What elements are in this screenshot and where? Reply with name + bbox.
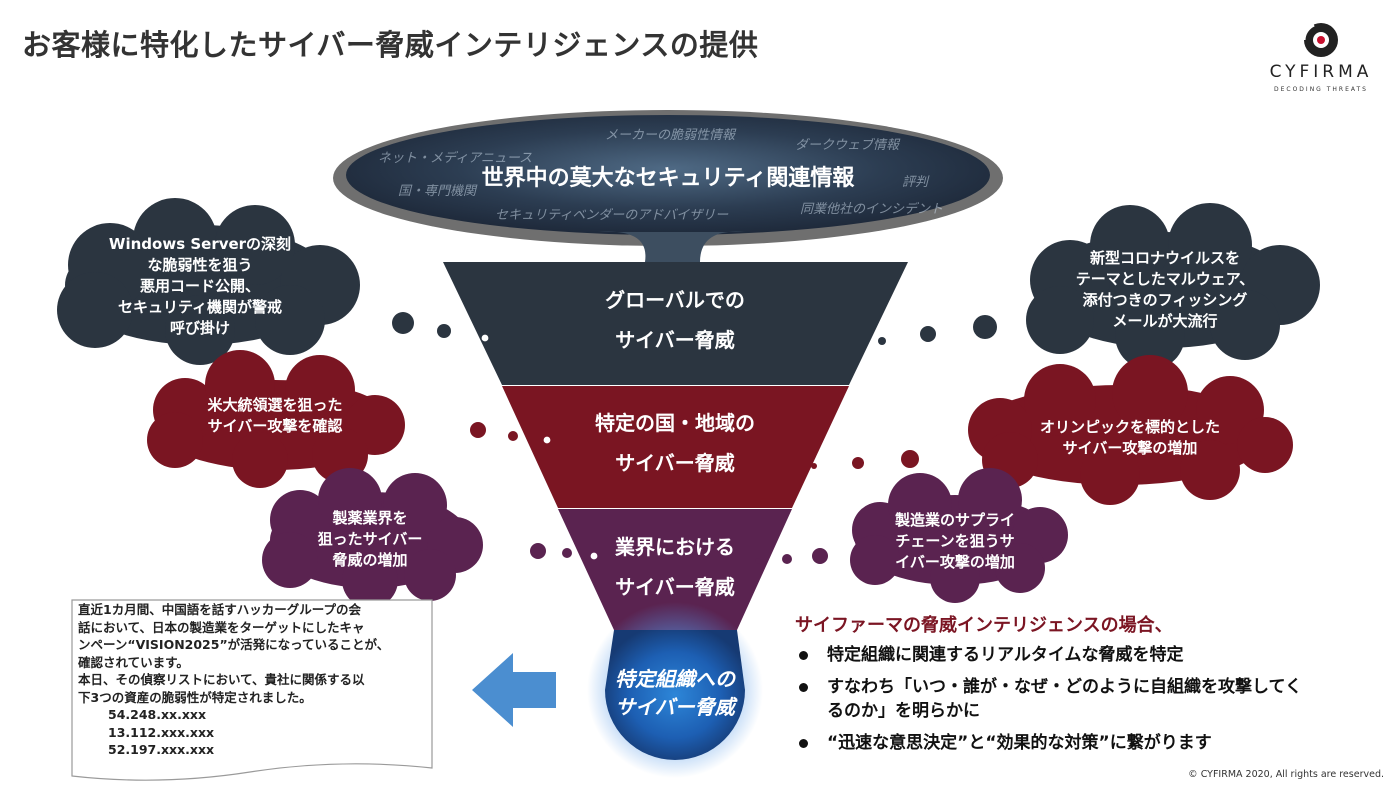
funnel-label-global: グローバルでの サイバー脅威: [605, 288, 745, 352]
ip-address: 52.197.xxx.xxx: [108, 742, 215, 757]
cloud-right-1: [1026, 203, 1320, 370]
bg-word: 評判: [902, 175, 929, 190]
cloud-text-left-2: 米大統領選を狙った サイバー攻撃を確認: [207, 396, 343, 435]
cloud-right-2: [968, 355, 1293, 505]
cloud-left-3: [262, 468, 483, 608]
bubble-dots: [392, 312, 997, 564]
cloud-text-left-3: 製薬業界を 狙ったサイバー 脅威の増加: [317, 509, 423, 569]
funnel-label-industry: 業界における サイバー脅威: [615, 535, 735, 599]
note-line: 本日、その偵察リストにおいて、貴社に関係する以: [78, 672, 365, 687]
benefit-text: “迅速な意思決定”と“効果的な対策”に繋がります: [827, 733, 1212, 753]
bg-word: メーカーの脆弱性情報: [605, 128, 736, 143]
page-title: お客様に特化したサイバー脅威インテリジェンスの提供: [22, 28, 759, 62]
cloud-left-1: [57, 198, 360, 365]
bg-word: ダークウェブ情報: [795, 138, 900, 153]
bg-word: セキュリティベンダーのアドバイザリー: [495, 208, 729, 223]
funnel-level-region: [502, 386, 849, 508]
note-line: ンペーン“VISION2025”が活発になっていることが、: [78, 637, 390, 652]
cloud-text-right-1: 新型コロナウイルスを テーマとしたマルウェア、 添付つきのフィッシング メールが…: [1075, 249, 1255, 330]
bullet-icon: [799, 683, 808, 692]
funnel-level-industry: [558, 509, 792, 630]
note-paper: [71, 599, 433, 781]
benefits-list: 特定組織に関連するリアルタイムな脅威を特定 すなわち「いつ・誰が・なぜ・どのよう…: [795, 643, 1335, 763]
ip-address: 13.112.xxx.xxx: [108, 724, 215, 740]
benefits-heading: サイファーマの脅威インテリジェンスの場合、: [795, 615, 1173, 636]
note-line: 直近1カ月間、中国語を話すハッカーグループの会: [78, 602, 361, 617]
logo-tagline: DECODING THREATS: [1273, 86, 1368, 93]
cloud-text-left-1: Windows Serverの深刻 な脆弱性を狙う 悪用コード公開、 セキュリテ…: [108, 235, 292, 337]
bullet-icon: [799, 739, 808, 748]
benefit-item: 特定組織に関連するリアルタイムな脅威を特定: [795, 643, 1335, 667]
data-ellipse: [346, 115, 990, 235]
benefit-text: すなわち「いつ・誰が・なぜ・どのように自組織を攻撃してくるのか」を明らかに: [827, 677, 1302, 721]
funnel-neck: [598, 231, 745, 262]
cloud-right-3: [850, 468, 1068, 603]
left-arrow-icon: [472, 653, 556, 727]
note-line: 下3つの資産の脆弱性が特定されました。: [78, 689, 312, 705]
benefit-text: 特定組織に関連するリアルタイムな脅威を特定: [827, 645, 1184, 665]
note-line: 話において、日本の製造業をターゲットにしたキャ: [78, 619, 365, 635]
bg-word: 同業他社のインシデント: [800, 202, 944, 217]
intel-note: 直近1カ月間、中国語を話すハッカーグループの会 話において、日本の製造業をターゲ…: [78, 601, 428, 759]
bullet-icon: [799, 651, 808, 660]
funnel-label-target: 特定組織への サイバー脅威: [615, 667, 735, 719]
cloud-text-right-3: 製造業のサプライ チェーンを狙うサ イバー攻撃の増加: [894, 511, 1015, 571]
benefit-item: すなわち「いつ・誰が・なぜ・どのように自組織を攻撃してくるのか」を明らかに: [795, 675, 1307, 723]
logo-name: CYFIRMA: [1269, 62, 1373, 82]
cloud-text-right-2: オリンピックを標的とした サイバー攻撃の増加: [1039, 418, 1220, 457]
cyfirma-logo: CYFIRMA DECODING THREATS: [1256, 20, 1386, 100]
copyright: © CYFIRMA 2020, All rights are reserved.: [1188, 769, 1384, 780]
bg-word: ネット・メディアニュース: [378, 151, 533, 166]
funnel-label-region: 特定の国・地域の サイバー脅威: [595, 411, 755, 475]
benefit-item: “迅速な意思決定”と“効果的な対策”に繋がります: [795, 731, 1335, 755]
ellipse-title: 世界中の莫大なセキュリティ関連情報: [481, 166, 855, 191]
note-line: 確認されています。: [78, 654, 189, 670]
funnel-level-global: [443, 262, 908, 385]
funnel-target: [605, 630, 745, 760]
bg-word: 国・専門機関: [398, 184, 477, 199]
logo-mark-icon: [1302, 23, 1338, 57]
cloud-left-2: [147, 350, 405, 488]
ip-address: 54.248.xx.xxx: [108, 707, 207, 722]
